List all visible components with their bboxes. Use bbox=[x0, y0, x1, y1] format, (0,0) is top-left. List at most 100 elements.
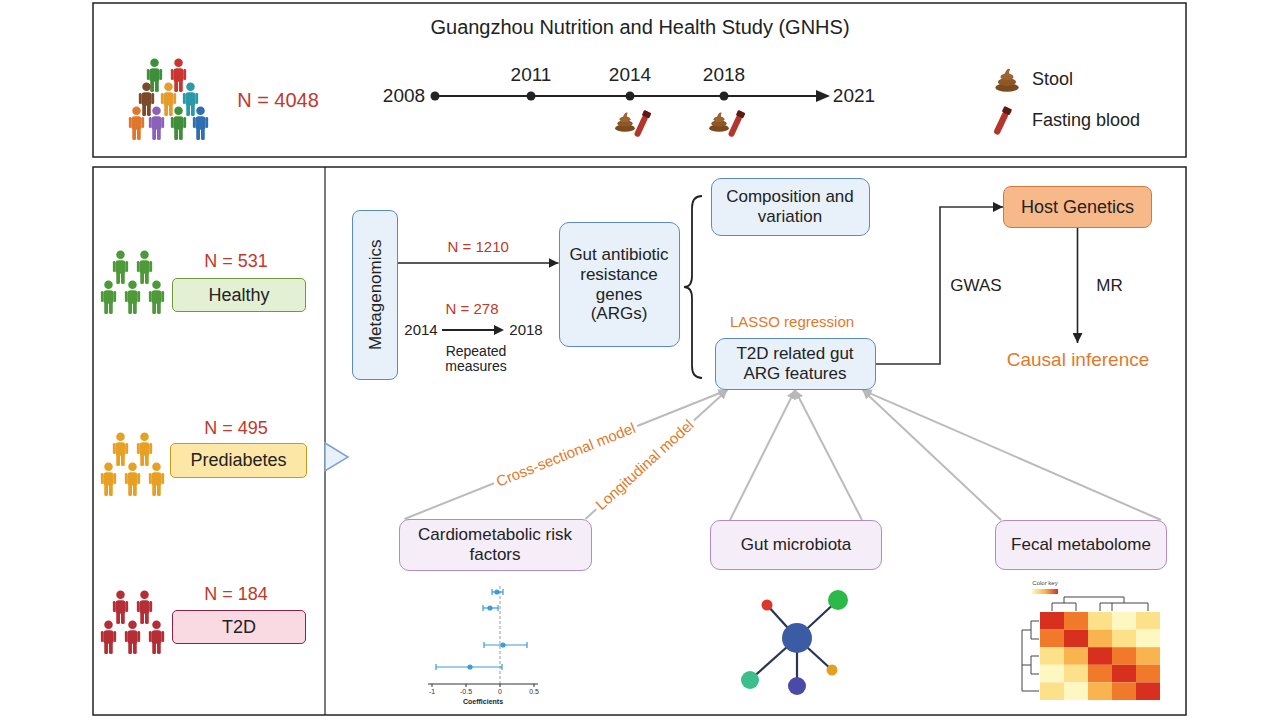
people-icon bbox=[171, 106, 186, 140]
people-icon bbox=[129, 58, 208, 140]
group-box: Prediabetes bbox=[170, 443, 307, 478]
heatmap-icon bbox=[1022, 589, 1160, 700]
timeline bbox=[626, 92, 635, 101]
group-box: T2D bbox=[172, 610, 306, 644]
heatmap-cell bbox=[1064, 665, 1088, 683]
forest-plot bbox=[468, 665, 472, 669]
people-icon bbox=[137, 432, 152, 466]
node-text: Causal inference bbox=[1007, 349, 1150, 371]
sample-icon bbox=[633, 110, 652, 138]
method-label: LASSO regression bbox=[730, 314, 854, 331]
people-icon bbox=[149, 620, 164, 654]
process-box: Gut antibiotic resistance genes (ARGs) bbox=[559, 222, 680, 347]
process-box: Fecal metabolome bbox=[995, 520, 1167, 570]
forest-plot bbox=[428, 684, 538, 685]
note-label: Repeated measures bbox=[436, 344, 516, 375]
year-label: 2021 bbox=[833, 86, 875, 107]
panel-frame bbox=[93, 167, 1186, 715]
axis-label: Coefficients bbox=[463, 698, 503, 706]
network-icon bbox=[788, 677, 806, 695]
connector bbox=[398, 262, 559, 264]
people-icon bbox=[161, 82, 176, 116]
people-icon bbox=[101, 280, 116, 314]
legend-entry: Stool bbox=[1032, 70, 1073, 90]
time-arrow bbox=[442, 325, 504, 335]
people-icon bbox=[101, 462, 116, 496]
people-icon bbox=[113, 250, 128, 284]
forest-plot bbox=[488, 606, 492, 610]
tick-label: -1 bbox=[429, 688, 435, 696]
process-box: Cardiometabolic risk factors bbox=[399, 519, 592, 571]
legend-text: Fasting blood bbox=[1032, 110, 1140, 130]
heatmap-cell bbox=[1136, 665, 1160, 683]
people-icon bbox=[193, 106, 208, 140]
node-text: T2D related gut ARG features bbox=[722, 344, 869, 383]
connector bbox=[730, 390, 795, 520]
timeline bbox=[431, 92, 440, 101]
network-icon bbox=[741, 671, 759, 689]
tick-label: 0 bbox=[498, 688, 502, 696]
timeline bbox=[816, 90, 830, 102]
sample-icon bbox=[615, 112, 635, 131]
forest-plot bbox=[432, 684, 534, 687]
time-arrow bbox=[442, 329, 496, 331]
title-text: Guangzhou Nutrition and Health Study (GN… bbox=[430, 16, 849, 38]
people-icon bbox=[137, 250, 152, 284]
heatmap-cell bbox=[1088, 630, 1112, 648]
connector bbox=[795, 390, 862, 520]
node-text: Healthy bbox=[208, 285, 269, 306]
heatmap-cell bbox=[1040, 647, 1064, 665]
group-box: Healthy bbox=[172, 278, 306, 312]
connector bbox=[863, 390, 1161, 520]
node-text: Composition and variation bbox=[718, 187, 863, 226]
forest-plot bbox=[500, 586, 501, 684]
network-icon bbox=[828, 590, 848, 610]
forest-plot bbox=[495, 590, 499, 594]
node-text: Prediabetes bbox=[190, 450, 286, 471]
count-label: N = 531 bbox=[204, 252, 268, 272]
year-label: 2014 bbox=[609, 65, 651, 86]
people-icon bbox=[125, 620, 140, 654]
heatmap-cell bbox=[1064, 647, 1088, 665]
people-icon bbox=[129, 106, 144, 140]
heatmap-cell bbox=[1088, 665, 1112, 683]
tick-label: 0.5 bbox=[529, 688, 539, 696]
heatmap-icon bbox=[1040, 612, 1160, 700]
legend-text: Stool bbox=[1032, 69, 1073, 89]
panel-frame bbox=[93, 3, 1186, 157]
count-label: N = 4048 bbox=[237, 89, 319, 111]
sample-icon bbox=[992, 106, 1012, 136]
people-icon bbox=[113, 432, 128, 466]
heatmap-cell bbox=[1040, 630, 1064, 648]
forest-plot bbox=[428, 586, 538, 687]
people-icon bbox=[101, 432, 164, 496]
heatmap-cell bbox=[1112, 665, 1136, 683]
count-label: N = 278 bbox=[446, 301, 499, 318]
people-icon bbox=[125, 462, 140, 496]
connector bbox=[1077, 228, 1079, 343]
edge-label: N = 1210 bbox=[448, 239, 509, 256]
network-icon bbox=[782, 623, 812, 653]
people-icon bbox=[101, 620, 116, 654]
year-label: 2018 bbox=[703, 65, 745, 86]
count-label: N = 184 bbox=[204, 585, 268, 605]
sample-icon bbox=[995, 69, 1018, 92]
sample-icon bbox=[615, 69, 1019, 138]
outcome-text: Causal inference bbox=[988, 343, 1168, 377]
heatmap-cell bbox=[1136, 630, 1160, 648]
people-icon bbox=[183, 82, 198, 116]
node-text: Gut microbiota bbox=[741, 535, 852, 555]
heatmap-cell bbox=[1040, 665, 1064, 683]
network-icon bbox=[741, 590, 848, 695]
process-box: Composition and variation bbox=[711, 178, 870, 236]
connector bbox=[863, 390, 1001, 520]
pointer-triangle bbox=[325, 443, 348, 471]
connector bbox=[405, 390, 728, 519]
edge-label: GWAS bbox=[950, 276, 1001, 295]
heatmap-cell bbox=[1088, 682, 1112, 700]
heatmap-cell bbox=[1064, 612, 1088, 630]
forest-plot bbox=[436, 589, 527, 670]
network-icon bbox=[750, 600, 838, 685]
count-label: N = 495 bbox=[204, 419, 268, 439]
people-icon bbox=[171, 58, 186, 92]
